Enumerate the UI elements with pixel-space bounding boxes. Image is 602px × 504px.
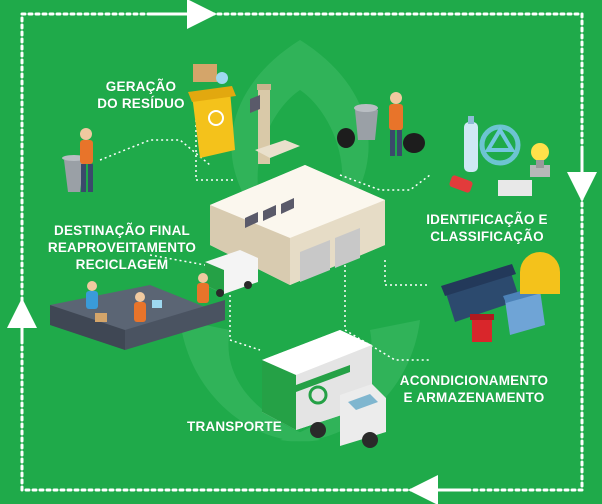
factory-illustration: [210, 84, 385, 285]
label-geracao: GERAÇÃO DO RESÍDUO: [97, 79, 185, 111]
worker-with-bags-illustration: [337, 92, 425, 156]
yellow-bin-illustration: [188, 64, 236, 158]
worker-with-bin-illustration: [62, 128, 93, 192]
sorting-conveyor-illustration: [50, 273, 225, 350]
cycle-frame: [20, 12, 584, 492]
garbage-truck-illustration: [262, 330, 386, 448]
label-transporte: TRANSPORTE: [187, 419, 283, 434]
label-destinacao: DESTINAÇÃO FINAL REAPROVEITAMENTO RECICL…: [47, 223, 197, 272]
connector-lines: [99, 110, 431, 361]
recyclables-illustration: [449, 116, 550, 196]
label-identificacao: IDENTIFICAÇÃO E CLASSIFICAÇÃO: [426, 212, 548, 244]
storage-containers-illustration: [441, 252, 560, 342]
label-acondicionamento: ACONDICIONAMENTO E ARMAZENAMENTO: [399, 373, 549, 405]
frame-arrows: [6, 0, 597, 504]
small-truck-illustration: [205, 250, 258, 297]
